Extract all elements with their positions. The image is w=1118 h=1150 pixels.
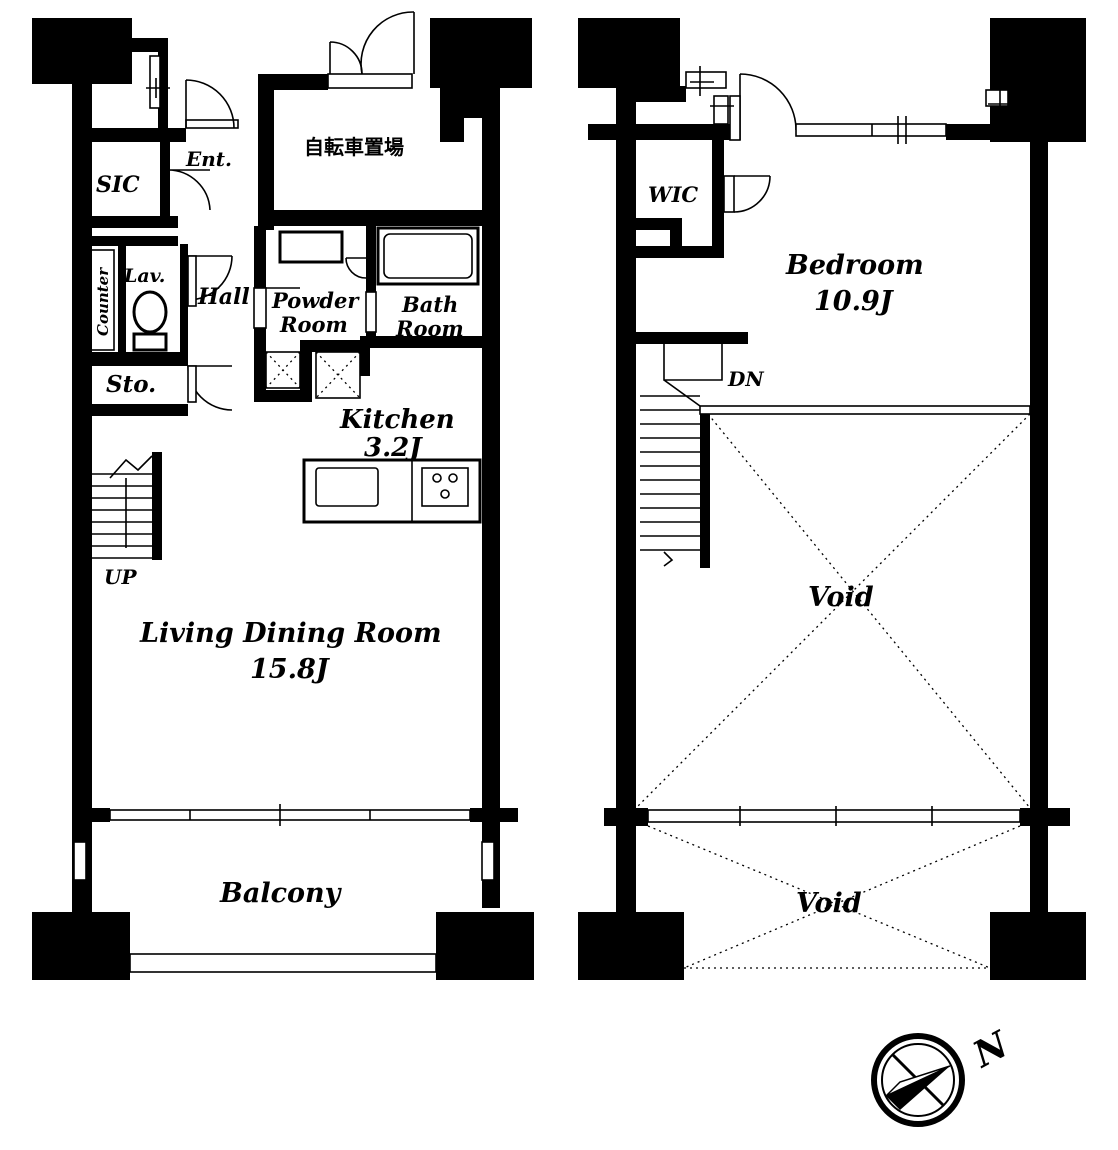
wall-block-bottom-left-2	[578, 912, 684, 980]
label-void-balcony: Void	[796, 888, 862, 919]
label-lavatory: Lav.	[123, 265, 165, 287]
label-entrance: Ent.	[185, 147, 232, 171]
floor1-labels: SIC Ent. 自転車置場 Lav. Counter Hall Powder …	[94, 135, 464, 909]
label-storage: Sto.	[106, 371, 156, 398]
label-kitchen-size: 3.2J	[364, 433, 423, 463]
floor2-labels: WIC Bedroom 10.9J DN Void Void	[648, 182, 924, 919]
counter	[89, 249, 115, 351]
label-ldr-name: Living Dining Room	[139, 618, 442, 649]
wall-block-bottom-left	[32, 912, 130, 980]
label-bedroom-name: Bedroom	[785, 250, 924, 281]
compass-icon	[871, 1033, 965, 1127]
balcony-handrail	[129, 953, 437, 973]
label-wic: WIC	[648, 182, 698, 207]
label-balcony: Balcony	[219, 878, 343, 909]
wall-block-top-left	[32, 18, 132, 84]
label-void-main: Void	[808, 582, 874, 613]
powder-room-door	[253, 287, 300, 329]
small-windows-top-2	[685, 66, 1014, 125]
bathtub	[376, 226, 480, 286]
void-railing	[699, 405, 1031, 415]
lav-door	[187, 255, 233, 307]
ldr-window	[92, 804, 518, 826]
wall-block-bottom-right	[436, 912, 534, 980]
bedroom-window	[795, 116, 947, 144]
entrance-door	[185, 79, 239, 129]
small-window-top-left	[146, 55, 170, 109]
storage-door	[187, 365, 233, 411]
label-stairs-down: DN	[727, 367, 764, 391]
sic-door	[167, 169, 211, 211]
void-balcony-diagonals	[647, 825, 1021, 969]
wall-left-outer-2	[616, 84, 636, 912]
floor2-plan	[578, 18, 1086, 980]
wall-right-outer-2	[1030, 140, 1048, 912]
wall-block-top-right	[430, 18, 532, 88]
label-sic: SIC	[96, 172, 140, 198]
label-counter: Counter	[94, 267, 112, 336]
wic-door	[723, 175, 771, 213]
wall-block-bottom-right-2	[990, 912, 1086, 980]
wall-block-top-left-2	[578, 18, 680, 88]
label-hall: Hall	[197, 284, 250, 310]
label-bath-room-2: Room	[395, 316, 464, 341]
kitchen-counter	[302, 458, 482, 524]
compass-north-label: N	[966, 1022, 1018, 1076]
label-powder-room-2: Room	[279, 312, 348, 337]
bedroom-door	[729, 73, 797, 141]
label-bedroom-size: 10.9J	[814, 286, 895, 317]
void-main-diagonals	[635, 413, 1031, 809]
wall-left-outer	[72, 80, 92, 912]
wall-block-top-right-2	[990, 18, 1086, 142]
stairs-up	[92, 452, 162, 560]
upper-sash	[604, 806, 1070, 826]
label-ldr-size: 15.8J	[250, 654, 331, 685]
toilet	[132, 290, 168, 352]
label-powder-room-1: Powder	[271, 288, 360, 313]
shafts	[265, 351, 361, 399]
label-kitchen-name: Kitchen	[339, 405, 455, 435]
stairs-down	[640, 344, 723, 568]
label-bicycle-parking: 自転車置場	[304, 135, 404, 159]
bicycle-parking-doors	[327, 11, 415, 89]
floor1-plan	[32, 11, 534, 980]
powder-room-sink	[278, 230, 344, 264]
bath-room-door	[345, 257, 377, 333]
label-bath-room-1: Bath	[401, 292, 458, 317]
label-stairs-up: UP	[104, 565, 137, 589]
wall-right-outer	[482, 88, 500, 908]
